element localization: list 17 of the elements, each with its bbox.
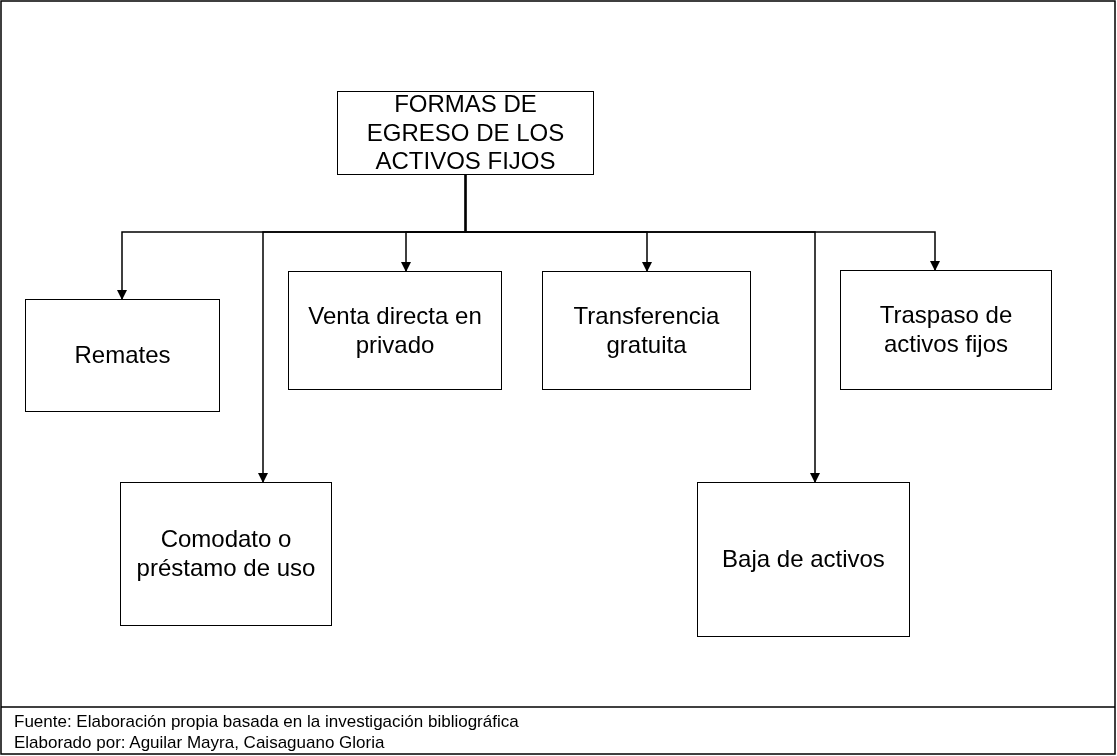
box-text: Baja de activos [722, 545, 885, 574]
process-box [25, 299, 220, 412]
arrow [464, 174, 940, 271]
footnote-text: Elaborado por: Aguilar Mayra, Caisaguano Gloria [14, 732, 386, 753]
box-text: Remates [74, 341, 171, 370]
box-text: FORMAS DE EGRESO DE LOS ACTIVOS FIJOS [365, 89, 566, 177]
box-text: Traspaso de activos fijos [878, 301, 1014, 359]
box-text: Comodato o préstamo de uso [135, 525, 317, 583]
process-box [840, 270, 1052, 390]
box-text: Transferencia gratuita [572, 301, 721, 360]
process-box [337, 91, 594, 175]
process-box [697, 482, 910, 637]
process-box [542, 271, 751, 390]
process-box [120, 482, 332, 626]
box-text: Venta directa en privado [307, 301, 483, 360]
process-box [288, 271, 502, 390]
footnote-text: Fuente: Elaboración propia basada en la investigación bibliográfica [14, 711, 519, 732]
